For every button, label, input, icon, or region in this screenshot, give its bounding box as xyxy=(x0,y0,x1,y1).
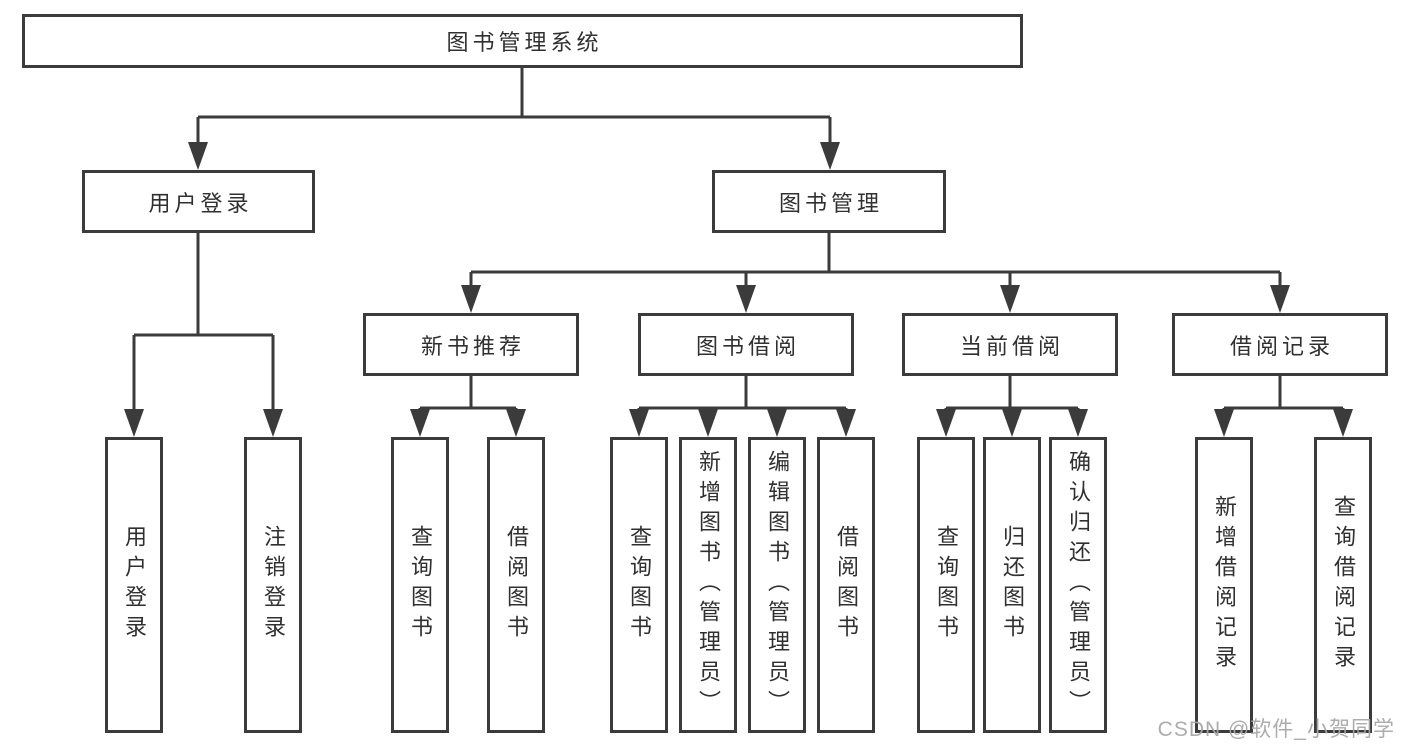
arrowhead xyxy=(410,409,430,437)
arrowhead xyxy=(506,409,526,437)
node-new-book-recommendation: 新书推荐 xyxy=(363,313,579,376)
leaf-label: 查询图书 xyxy=(408,525,433,645)
leaf-add-books-admin: 新增图书（管理员） xyxy=(679,437,737,733)
connector-root-to-level2 xyxy=(196,68,832,166)
leaf-user-login: 用户登录 xyxy=(105,437,163,733)
node-label: 图书管理系统 xyxy=(446,30,603,55)
leaf-label: 编辑图书（管理员） xyxy=(765,450,790,720)
arrowhead xyxy=(698,409,718,437)
arrowhead xyxy=(736,285,756,313)
leaf-label: 查询图书 xyxy=(934,525,959,645)
leaf-borrow-books: 借阅图书 xyxy=(487,437,545,733)
connector-user-login-leaves xyxy=(132,233,275,433)
arrowhead xyxy=(820,142,840,170)
leaf-edit-books-admin: 编辑图书（管理员） xyxy=(748,437,806,733)
arrowhead xyxy=(936,409,956,437)
leaf-borrow-books: 借阅图书 xyxy=(817,437,875,733)
node-book-borrowing: 图书借阅 xyxy=(638,313,854,376)
arrowhead xyxy=(1002,409,1022,437)
node-label: 新书推荐 xyxy=(420,333,525,359)
node-current-borrowing: 当前借阅 xyxy=(902,313,1118,376)
arrowhead xyxy=(461,285,481,313)
connector-borrow-record-leaves xyxy=(1222,376,1345,433)
node-label: 当前借阅 xyxy=(959,333,1064,359)
connector-book-management-sections xyxy=(469,233,1282,309)
node-user-login: 用户登录 xyxy=(82,170,315,233)
leaf-label: 归还图书 xyxy=(1000,525,1025,645)
arrowhead xyxy=(263,409,283,437)
leaf-query-books: 查询图书 xyxy=(610,437,668,733)
leaf-label: 确认归还（管理员） xyxy=(1066,450,1091,720)
arrowhead xyxy=(1270,285,1290,313)
csdn-watermark: CSDN @软件_小贺同学 xyxy=(1157,718,1395,741)
arrowhead xyxy=(1214,409,1234,437)
leaf-label: 查询借阅记录 xyxy=(1331,495,1356,675)
leaf-query-borrow-record: 查询借阅记录 xyxy=(1314,437,1372,733)
arrowhead xyxy=(124,409,144,437)
leaf-logout: 注销登录 xyxy=(244,437,302,733)
leaf-return-books: 归还图书 xyxy=(983,437,1041,733)
leaf-confirm-return-admin: 确认归还（管理员） xyxy=(1049,437,1107,733)
arrowhead xyxy=(836,409,856,437)
node-root-library-management-system: 图书管理系统 xyxy=(22,14,1023,68)
node-label: 图书借阅 xyxy=(695,333,800,359)
connector-book-borrow-leaves xyxy=(637,376,848,433)
connector-new-book-leaves xyxy=(418,376,518,433)
leaf-label: 新增借阅记录 xyxy=(1212,495,1237,675)
leaf-query-books: 查询图书 xyxy=(391,437,449,733)
node-book-management: 图书管理 xyxy=(712,170,946,233)
leaf-label: 新增图书（管理员） xyxy=(696,450,721,720)
leaf-add-borrow-record: 新增借阅记录 xyxy=(1195,437,1253,733)
arrowhead xyxy=(767,409,787,437)
leaf-query-books: 查询图书 xyxy=(917,437,975,733)
leaf-label: 用户登录 xyxy=(122,525,147,645)
arrowhead xyxy=(1333,409,1353,437)
node-label: 用户登录 xyxy=(148,190,253,216)
arrowheads xyxy=(124,142,1353,437)
leaf-label: 借阅图书 xyxy=(504,525,529,645)
leaf-label: 查询图书 xyxy=(627,525,652,645)
leaf-label: 借阅图书 xyxy=(834,525,859,645)
leaf-label: 注销登录 xyxy=(261,525,286,645)
node-label: 图书管理 xyxy=(778,190,883,216)
node-label: 借阅记录 xyxy=(1229,333,1334,359)
arrowhead xyxy=(188,142,208,170)
arrowhead xyxy=(1000,285,1020,313)
node-borrowing-records: 借阅记录 xyxy=(1172,313,1388,376)
arrowhead xyxy=(1068,409,1088,437)
arrowhead xyxy=(629,409,649,437)
